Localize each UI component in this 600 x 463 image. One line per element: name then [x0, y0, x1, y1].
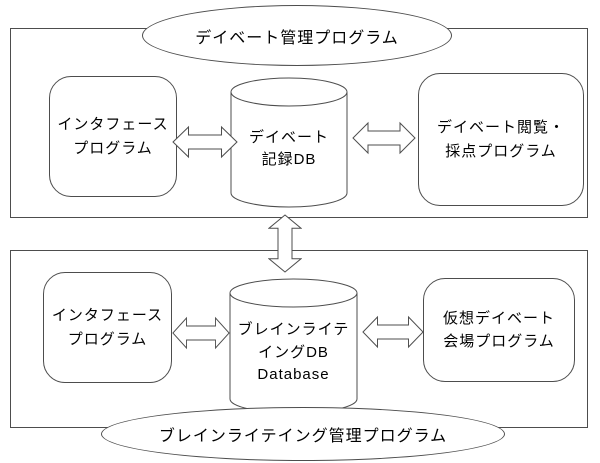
box-label-line: デイベート閲覧・ [436, 119, 565, 137]
box-label-line: インタフェース [57, 116, 169, 134]
db-label-line: イングDB [258, 343, 329, 361]
interface-program-box-bottom: インタフェース プログラム [43, 272, 172, 383]
box-label-line: プログラム [73, 139, 153, 157]
db-label-line: Database [257, 366, 330, 384]
db-label: ブレインライテ イングDB Database [229, 278, 358, 415]
virtual-debate-venue-program-box: 仮想デイベート 会場プログラム [423, 278, 575, 382]
double-arrow-horizontal-icon [352, 121, 416, 155]
debate-viewing-scoring-program-box: デイベート閲覧・ 採点プログラム [418, 73, 584, 206]
brainwriting-db-cylinder: ブレインライテ イングDB Database [229, 278, 358, 415]
db-label-line: デイベート [248, 128, 329, 146]
double-arrow-horizontal-icon [362, 315, 424, 349]
double-arrow-vertical-icon [268, 214, 302, 273]
interface-program-box-top: インタフェース プログラム [49, 76, 177, 197]
box-label-line: 仮想デイベート [442, 309, 555, 327]
box-label-line: 採点プログラム [445, 142, 557, 160]
db-label-line: ブレインライテ [237, 321, 350, 339]
debate-record-db-cylinder: デイベート 記録DB [230, 77, 348, 208]
double-arrow-horizontal-icon [172, 316, 230, 350]
database-cylinder-icon [230, 77, 348, 208]
db-label-line: 記録DB [261, 151, 317, 168]
title-text: ブレインライテイング管理プログラム [158, 428, 448, 445]
box-label-line: インタフェース [51, 307, 164, 325]
box-label-line: プログラム [67, 330, 148, 348]
debate-management-program-title: デイベート管理プログラム [142, 5, 452, 66]
brainwriting-management-program-title: ブレインライテイング管理プログラム [101, 407, 505, 461]
double-arrow-horizontal-icon [172, 125, 238, 159]
db-label: デイベート 記録DB [230, 77, 348, 208]
title-text: デイベート管理プログラム [195, 29, 399, 47]
box-label-line: 会場プログラム [443, 333, 555, 350]
